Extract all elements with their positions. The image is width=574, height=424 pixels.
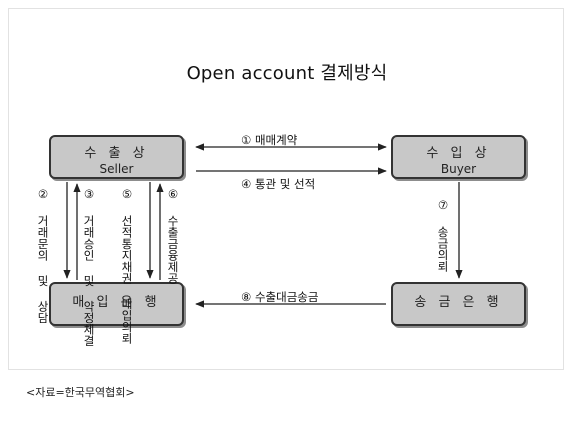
label-step5: ⑤ 선적통지채권 매입의뢰: [120, 187, 134, 344]
remit-bank-label: 송 금 은 행: [414, 295, 503, 310]
source-caption: <자료=한국무역협회>: [26, 386, 135, 399]
diagram-title: Open account 결제방식: [186, 63, 388, 84]
seller-en-label: Seller: [99, 162, 134, 176]
label-step2: ② 거래문의 및 상담: [36, 187, 50, 324]
buyer-kr-label: 수 입 상: [426, 146, 491, 161]
remit-bank-box: 송 금 은 행: [391, 282, 526, 326]
label-step7: ⑦ 송금의뢰: [436, 198, 450, 272]
buying-bank-box: 매 입 은 행: [49, 282, 184, 326]
buyer-en-label: Buyer: [440, 162, 477, 176]
seller-kr-label: 수 출 상: [84, 146, 149, 161]
label-step3: ③ 거래승인 및 약정체결: [82, 187, 96, 347]
seller-box: 수 출 상 Seller: [49, 135, 184, 179]
label-step6: ⑥ 수출금융제공: [166, 187, 180, 284]
label-step8: ⑧ 수출대금송금: [241, 290, 319, 304]
label-step1: ① 매매계약: [241, 133, 298, 147]
buying-bank-label: 매 입 은 행: [72, 295, 161, 310]
label-step4: ④ 통관 및 선적: [241, 177, 316, 191]
buyer-box: 수 입 상 Buyer: [391, 135, 526, 179]
